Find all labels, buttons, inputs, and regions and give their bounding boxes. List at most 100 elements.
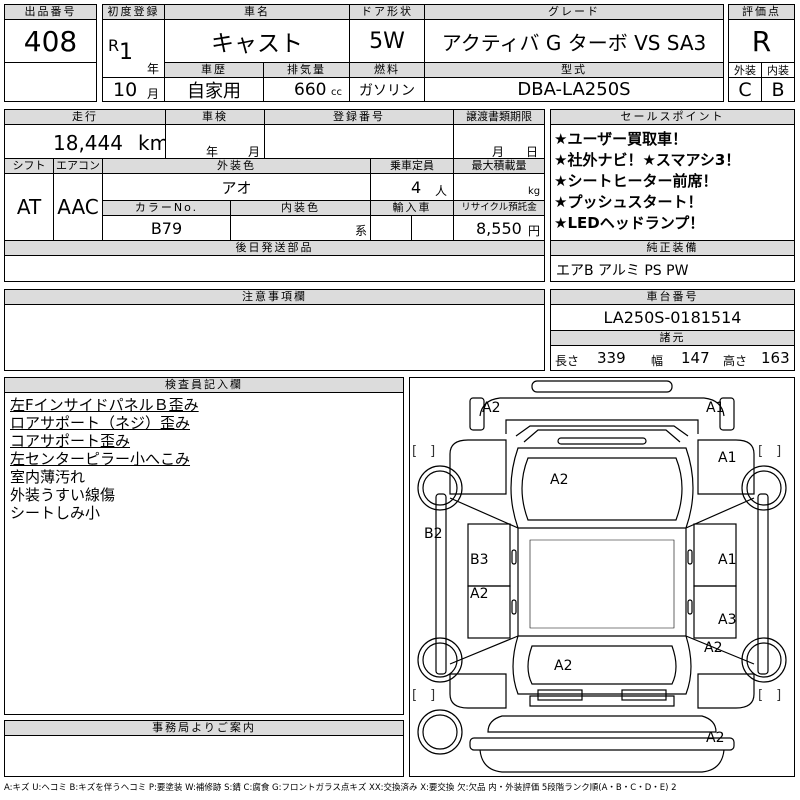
displacement-header: 排気量 [263, 62, 350, 78]
damage-mark: A2 [706, 730, 725, 746]
ext-color-value: アオ [102, 173, 371, 201]
int-grade-header: 内装 [761, 62, 795, 78]
recycle-value: 8,550 円 [453, 215, 545, 241]
height-label: 高さ [723, 354, 748, 368]
door-header: ドア形状 [349, 4, 425, 20]
regno-value [264, 124, 454, 159]
car-outline [417, 380, 787, 773]
regno-header: 登録番号 [264, 109, 454, 125]
later-parts-value [4, 255, 545, 282]
era-label: R [108, 36, 120, 55]
sales-point-item: ★ユーザー買取車！ [554, 130, 688, 148]
inspection-year-unit: 年 [206, 145, 219, 159]
length-value: 339 [597, 349, 626, 367]
displacement-unit: cc [331, 87, 342, 98]
damage-mark: A2 [550, 472, 569, 488]
displacement-value: 660 cc [263, 77, 350, 102]
transfer-docs-value: 月 日 [453, 124, 545, 159]
bracket-marker: [ ] [412, 444, 436, 459]
office-header: 事務局よりご案内 [4, 720, 404, 736]
first-reg-value: R 1 年 [102, 19, 165, 78]
equipment-value: エアB アルミ PS PW [550, 255, 795, 282]
damage-mark: A1 [718, 552, 737, 568]
inspector-line: シートしみ小 [10, 504, 101, 522]
grade-header: グレード [424, 4, 724, 20]
sales-points-body: ★ユーザー買取車！ ★社外ナビ！★スマアシ3！ ★シートヒーター前席！ ★プッシ… [550, 124, 795, 241]
chassis-value: LA250S-0181514 [550, 304, 795, 331]
int-color-value: 系 [230, 215, 371, 241]
load-value: kg [453, 173, 545, 201]
sales-point-item: ★プッシュスタート！ [554, 193, 703, 211]
inspection-value: 年 月 [165, 124, 265, 159]
history-header: 車歴 [164, 62, 264, 78]
transfer-docs-header: 譲渡書類期限 [453, 109, 545, 125]
import-value [370, 215, 412, 241]
car-name-header: 車名 [164, 4, 350, 20]
grade-value: アクティバ G ターボ VS SA3 [424, 19, 724, 63]
int-color-header: 内装色 [230, 200, 371, 216]
inspector-line: 左FインサイドパネルＢ歪み [10, 396, 199, 414]
score-value: R [728, 19, 795, 63]
first-reg-month: 10 月 [102, 77, 165, 102]
inspection-header: 車検 [165, 109, 265, 125]
inspector-line: 室内薄汚れ [10, 468, 86, 486]
car-name-value: キャスト [164, 19, 350, 63]
history-value: 自家用 [164, 77, 264, 102]
score-header: 評価点 [728, 4, 795, 20]
mileage-header: 走行 [4, 109, 166, 125]
month-value: 10 [113, 79, 138, 101]
inspector-body: 左FインサイドパネルＢ歪み ロアサポート（ネジ）歪み コアサポート歪み 左センタ… [4, 392, 404, 715]
int-grade-value: B [761, 77, 795, 102]
import-header: 輸入車 [370, 200, 454, 216]
car-diagram: [ ] [ ] [ ] [ ] A2 A1 A1 A2 B2 B3 A1 A2 … [409, 377, 795, 777]
transfer-month-unit: 月 [492, 145, 505, 159]
damage-mark: A2 [470, 586, 489, 602]
damage-mark: A1 [706, 400, 725, 416]
height-value: 163 [761, 349, 790, 367]
mileage-unit: km [138, 131, 166, 155]
fuel-value: ガソリン [349, 77, 425, 102]
mileage-value: 18,444 km [4, 124, 166, 159]
ac-header: エアコン [53, 158, 103, 174]
import-value-2 [411, 215, 454, 241]
capacity-unit: 人 [435, 184, 448, 198]
bracket-marker: [ ] [758, 688, 782, 703]
inspector-line: 外装うすい線傷 [10, 486, 116, 504]
damage-mark: A2 [554, 658, 573, 674]
inspector-header: 検査員記入欄 [4, 377, 404, 393]
recycle-unit: 円 [528, 224, 541, 238]
dims-value: 長さ 339 幅 147 高さ 163 [550, 345, 795, 371]
bracket-marker: [ ] [412, 688, 436, 703]
first-reg-header: 初度登録 [102, 4, 165, 20]
shift-value: AT [4, 173, 54, 241]
office-body [4, 735, 404, 777]
sales-points-header: セールスポイント [550, 109, 795, 125]
equipment-header: 純正装備 [550, 240, 795, 256]
inspector-line: コアサポート歪み [10, 432, 131, 450]
sales-point-item: ★シートヒーター前席！ [554, 172, 718, 190]
transfer-day-unit: 日 [526, 145, 539, 159]
ext-color-header: 外装色 [102, 158, 371, 174]
inspection-month-unit: 月 [248, 145, 261, 159]
chassis-header: 車台番号 [550, 289, 795, 305]
load-unit: kg [528, 186, 541, 197]
model-value: DBA-LA250S [424, 77, 724, 102]
mileage-number: 18,444 [53, 131, 123, 155]
ext-grade-value: C [728, 77, 762, 102]
shift-header: シフト [4, 158, 54, 174]
lot-no-value: 408 [4, 19, 97, 63]
capacity-value: 4 人 [370, 173, 454, 201]
notes-header: 注意事項欄 [4, 289, 545, 305]
first-reg-year: 1 [119, 40, 133, 65]
bracket-marker: [ ] [758, 444, 782, 459]
inspector-line: ロアサポート（ネジ）歪み [10, 414, 191, 432]
load-header: 最大積載量 [453, 158, 545, 174]
lot-no-header: 出品番号 [4, 4, 97, 20]
damage-mark: B2 [424, 526, 443, 542]
ac-value: AAC [53, 173, 103, 241]
width-label: 幅 [651, 354, 664, 368]
ext-grade-header: 外装 [728, 62, 762, 78]
damage-mark: A3 [718, 612, 737, 628]
damage-mark: A2 [704, 640, 723, 656]
dims-header: 諸元 [550, 330, 795, 346]
